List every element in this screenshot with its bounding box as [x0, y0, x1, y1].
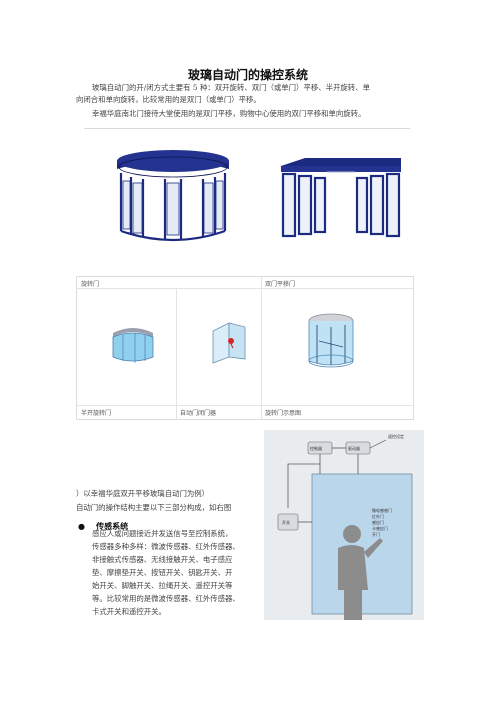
- sliding-door-illustration: [281, 158, 401, 238]
- diagram-panel-line-4: 卡感应门: [372, 525, 388, 531]
- revolving-diagram-thumbnail: [308, 313, 354, 368]
- intro-line-1: 玻璃自动门的开/闭方式主要有 5 种：双开旋转、双门（或单门）平移、半开旋转、单: [92, 83, 370, 92]
- bullet-line-1: 感应人或问题接近并发送信号至控制系统，: [92, 529, 233, 538]
- diagram-box-left: 控制器: [310, 445, 322, 451]
- diagram-panel-line-2: 红外门: [372, 513, 384, 519]
- bullet-line-5: 始开关、脚触开关、拉绳开关、遥控开关等: [92, 581, 233, 590]
- cell-revolving-diagram: 旋转门示意图: [265, 410, 302, 417]
- bullet-dot-icon: ●: [78, 522, 85, 531]
- bullet-sensor-system: ● 传感系统: [78, 514, 278, 533]
- door-closer-thumbnail: [212, 322, 246, 364]
- cell-door-closer: 自动门闭门器: [180, 410, 217, 417]
- diagram-side-box: 开关: [282, 519, 290, 525]
- diagram-panel-line-5: 开门: [372, 531, 380, 537]
- door-type-table: 旋转门 双门平移门 半开旋转门 自动门闭门器 旋转门示意图: [76, 276, 414, 420]
- diagram-panel-line-1: 微电感感门: [372, 507, 392, 513]
- diagram-panel-line-3: 感应门: [372, 519, 384, 525]
- page-title: 玻璃自动门的操控系统: [187, 68, 308, 82]
- bullet-line-6: 等。比较常用的是微波传感器、红外传感器、: [92, 594, 240, 603]
- intro-line-2: 向闭合和单向旋转，比较常用的是双门（或单门）平移。: [76, 95, 261, 104]
- bullet-line-3: 非接触式传感器、无线接触开关、电子感应: [92, 555, 233, 564]
- half-revolving-thumbnail: [112, 328, 154, 363]
- bullet-line-7: 卡式开关和遥控开关。: [92, 607, 166, 616]
- diagram-box-mid: 驱动器: [348, 445, 360, 451]
- body-line-1: ）以幸福华庭双开平移玻璃自动门为例）: [76, 489, 210, 498]
- bullet-line-4: 垫、摩擦垫开关、按钮开关、钥匙开关、开: [92, 568, 233, 577]
- cell-double-sliding-door: 双门平移门: [265, 281, 296, 288]
- intro-line-3: 幸福华庭南北门接待大堂使用的是双门平移，购物中心使用的双门平移和单向旋转。: [92, 109, 366, 118]
- bullet-title: 传感系统: [96, 522, 129, 531]
- cell-revolving-door: 旋转门: [81, 281, 100, 288]
- bullet-line-2: 传感器多种多样：微波传感器、红外传感器、: [92, 542, 240, 551]
- cell-half-revolving-door: 半开旋转门: [81, 410, 112, 417]
- control-system-diagram: 遥控设定 控制器 驱动器 开关 微电感感门 红外门 感应门 卡感应门 开门: [264, 430, 424, 620]
- divider: [84, 128, 410, 129]
- revolving-door-illustration: [116, 150, 230, 242]
- diagram-top-label: 遥控设定: [388, 433, 404, 439]
- body-line-2: 自动门的操作结构主要以下三部分构成，如右图: [76, 503, 232, 512]
